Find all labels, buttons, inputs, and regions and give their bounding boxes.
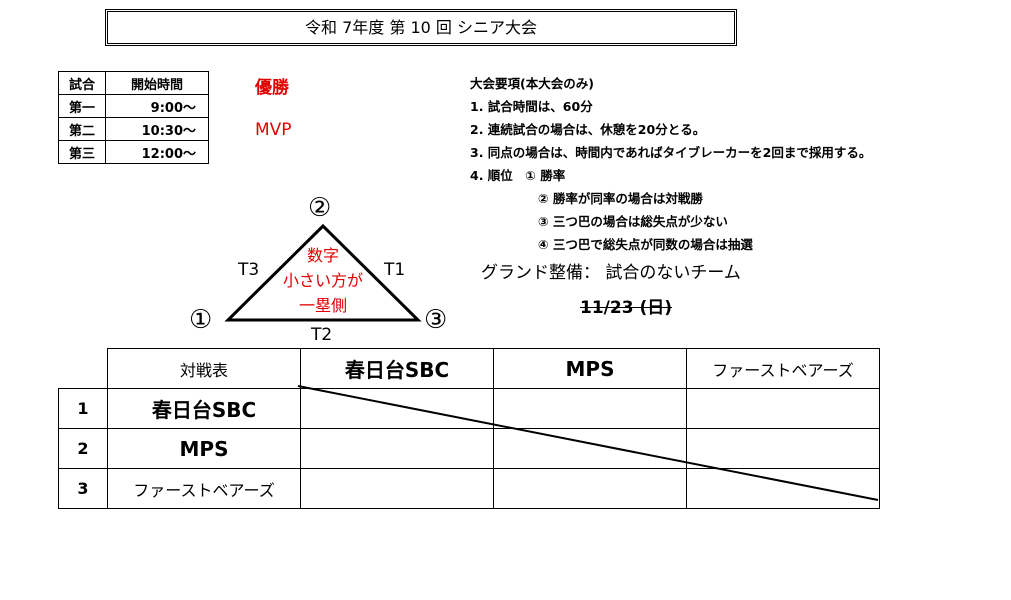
triangle: [224, 223, 422, 322]
diagram-note: 数字 小さい方が 一塁側: [263, 243, 383, 318]
page-title: 令和 7年度 第 10 回 シニア大会: [105, 9, 737, 46]
score-cell[interactable]: [493, 468, 687, 509]
rule-item: 2. 連続試合の場合は、休憩を20分とる。: [470, 122, 706, 137]
corner-cell: 対戦表: [107, 348, 301, 389]
rules: 大会要項(本大会のみ) 1. 試合時間は、60分 2. 連続試合の場合は、休憩を…: [470, 72, 871, 256]
rule-item: 4. 順位 ① 勝率: [470, 168, 566, 183]
score-cell[interactable]: [686, 388, 880, 429]
col-header: MPS: [493, 348, 687, 389]
score-cell[interactable]: [686, 428, 880, 469]
score-cell[interactable]: [493, 428, 687, 469]
score-cell[interactable]: [300, 428, 494, 469]
rule-item: ④ 三つ巴で総失点が同数の場合は抽選: [538, 237, 753, 252]
champion-label: 優勝: [255, 78, 289, 98]
header-cell: 試合: [58, 71, 106, 95]
cell: 12:00～: [105, 140, 209, 164]
row-header: 春日台SBC: [107, 388, 301, 429]
cell: 第三: [58, 140, 106, 164]
score-cell[interactable]: [493, 388, 687, 429]
cell: 第一: [58, 94, 106, 118]
date: 11/23 (日): [580, 298, 672, 318]
cell: 10:30～: [105, 117, 209, 141]
mvp-label: MVP: [255, 120, 292, 140]
col-header: ファーストベアーズ: [686, 348, 880, 389]
row-header: ファーストベアーズ: [107, 468, 301, 509]
score-cell[interactable]: [300, 468, 494, 509]
row-header: MPS: [107, 428, 301, 469]
edge-t1: T1: [384, 260, 406, 280]
rule-item: ③ 三つ巴の場合は総失点が少ない: [538, 214, 728, 229]
note-line: 小さい方が: [282, 271, 363, 290]
rule-item: ② 勝率が同率の場合は対戦勝: [538, 191, 703, 206]
rules-heading: 大会要項(本大会のみ): [470, 76, 594, 91]
edge-t2: T2: [311, 325, 333, 345]
node-2: ②: [308, 193, 332, 223]
row-number: 3: [58, 468, 108, 509]
score-cell[interactable]: [686, 468, 880, 509]
note-line: 数字: [306, 246, 339, 265]
row-number: 1: [58, 388, 108, 429]
score-cell[interactable]: [300, 388, 494, 429]
header-cell: 開始時間: [105, 71, 209, 95]
ground-maintenance: グランド整備： 試合のないチーム: [481, 263, 741, 283]
row-number: 2: [58, 428, 108, 469]
rule-item: 3. 同点の場合は、時間内であればタイブレーカーを2回まで採用する。: [470, 145, 872, 160]
edge-t3: T3: [238, 260, 260, 280]
empty-cell: [59, 349, 108, 389]
cell: 第二: [58, 117, 106, 141]
rule-item: 1. 試合時間は、60分: [470, 99, 593, 114]
match-table: 対戦表 春日台SBC MPS ファーストベアーズ 1 春日台SBC 2 MPS …: [58, 348, 880, 509]
node-1: ①: [189, 305, 213, 335]
col-header: 春日台SBC: [300, 348, 494, 389]
node-3: ③: [424, 305, 448, 335]
note-line: 一塁側: [298, 296, 347, 315]
